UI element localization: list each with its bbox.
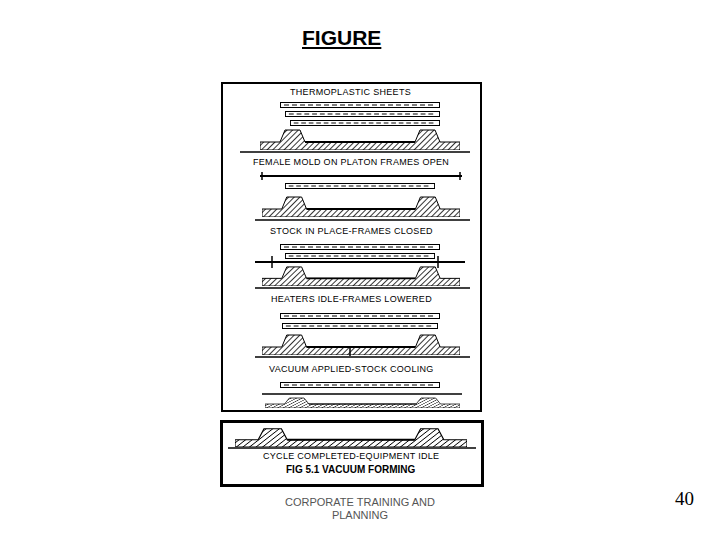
step-label: HEATERS IDLE-FRAMES LOWERED <box>269 294 434 304</box>
step-label: VACUUM APPLIED-STOCK COOLING <box>267 364 436 374</box>
page-number: 40 <box>660 488 694 510</box>
footer-text: CORPORATE TRAINING AND PLANNING <box>270 496 450 521</box>
step-label: THERMOPLASTIC SHEETS <box>288 87 413 97</box>
step-drawing <box>255 245 470 289</box>
step-label: CYCLE COMPLETED-EQUIPMENT IDLE <box>261 451 441 461</box>
step-drawing <box>255 172 470 220</box>
slide-title: FIGURE <box>302 26 381 50</box>
figure-frame <box>222 83 481 411</box>
step-label: FEMALE MOLD ON PLATON FRAMES OPEN <box>251 157 451 167</box>
step-label: STOCK IN PLACE-FRAMES CLOSED <box>268 226 435 236</box>
step-drawing <box>240 103 470 153</box>
step-drawing <box>255 314 470 358</box>
figure-caption: FIG 5.1 VACUUM FORMING <box>284 464 417 476</box>
figure-frame <box>222 422 483 486</box>
step-drawing <box>262 383 462 409</box>
step-drawing <box>228 429 476 448</box>
